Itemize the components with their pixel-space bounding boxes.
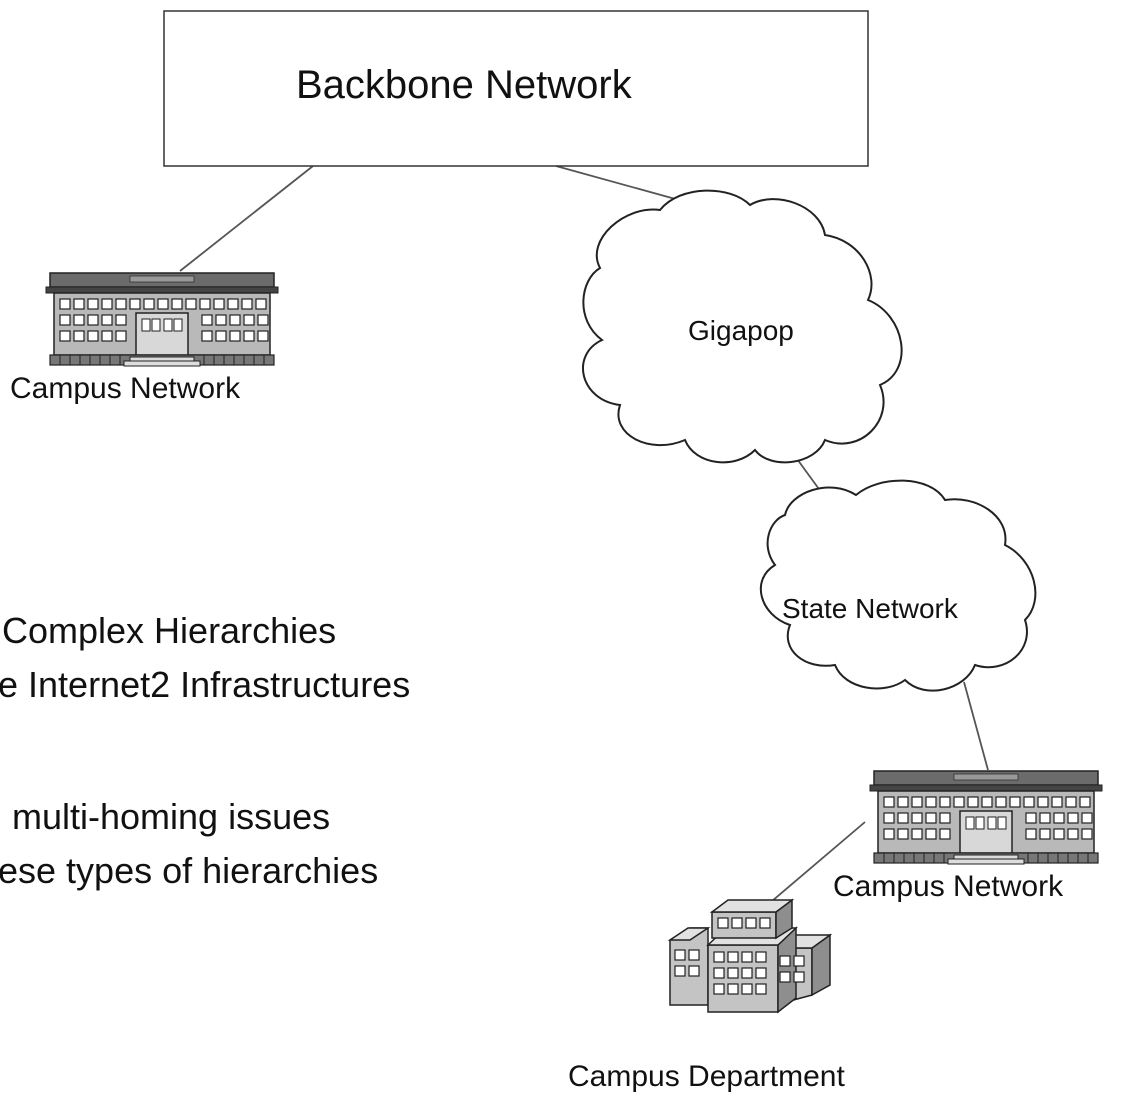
gigapop-label: Gigapop [688,315,794,346]
campus-right-label: Campus Network [833,870,1064,903]
department-building-icon [667,898,833,1014]
body-text-line-2: e Internet2 Infrastructures [0,664,411,705]
link-state-campus-right [963,681,989,771]
gigapop-cloud [582,189,903,464]
state-network-cloud [759,479,1037,692]
backbone-network-box [163,10,869,167]
body-text-line-4: ese types of hierarchies [0,850,379,891]
link-backbone-campus-left [179,165,314,272]
state-network-label: State Network [782,593,958,624]
campus-left-label: Campus Network [10,372,241,405]
body-text-line-1: Complex Hierarchies [2,610,337,651]
body-text-line-3: multi-homing issues [12,796,331,837]
backbone-network-label: Backbone Network [296,63,632,107]
campus-left-building-icon [45,272,279,367]
campus-right-building-icon [869,770,1103,865]
campus-department-label: Campus Department [568,1060,845,1093]
